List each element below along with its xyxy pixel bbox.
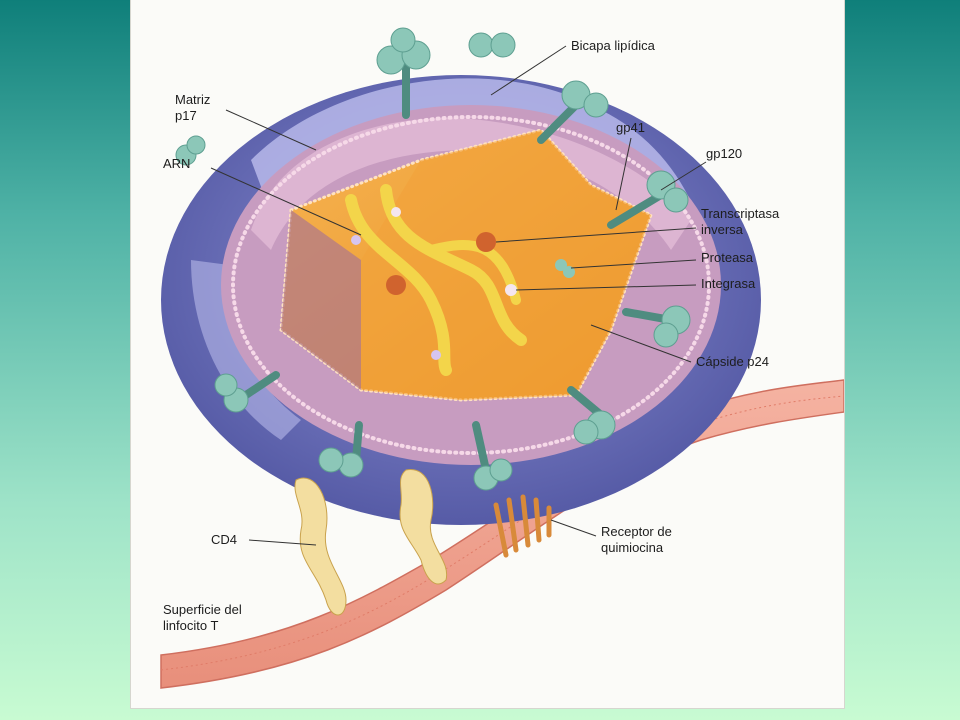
label-chemokine-receptor-line1: Receptor de xyxy=(601,524,672,539)
label-integrase: Integrasa xyxy=(701,276,756,291)
label-cd4: CD4 xyxy=(211,532,238,547)
glycoprotein-spikes xyxy=(242,61,675,474)
protease-molecule xyxy=(555,259,567,271)
cd4-receptors xyxy=(294,469,448,616)
label-matrix-p17-line1: Matriz xyxy=(175,92,211,107)
integrase-molecule xyxy=(505,284,517,296)
label-t-cell-surface-line1: Superficie del xyxy=(163,602,242,617)
hiv-diagram-figure: Bicapa lipídica Matriz p17 ARN gp41 gp12… xyxy=(131,0,844,708)
label-t-cell-surface-line2: linfocito T xyxy=(163,618,219,633)
reverse-transcriptase-molecule xyxy=(476,232,496,252)
label-gp120: gp120 xyxy=(706,146,743,161)
label-reverse-transcriptase-line2: inversa xyxy=(701,222,743,237)
hiv-virion-illustration xyxy=(160,27,844,689)
label-reverse-transcriptase-line1: Transcriptasa xyxy=(701,206,780,221)
label-protease: Proteasa xyxy=(701,250,754,265)
label-lipid-bilayer: Bicapa lipídica xyxy=(571,38,655,53)
label-chemokine-receptor-line2: quimiocina xyxy=(601,540,664,555)
label-capsid-p24: Cápside p24 xyxy=(696,354,769,369)
leader-lines xyxy=(210,45,707,546)
gp120-caps xyxy=(175,27,691,491)
label-matrix-p17-line2: p17 xyxy=(175,108,197,123)
label-rna: ARN xyxy=(163,156,191,171)
enzymes xyxy=(351,207,575,360)
label-gp41: gp41 xyxy=(616,120,645,135)
chemokine-receptor xyxy=(493,494,552,558)
